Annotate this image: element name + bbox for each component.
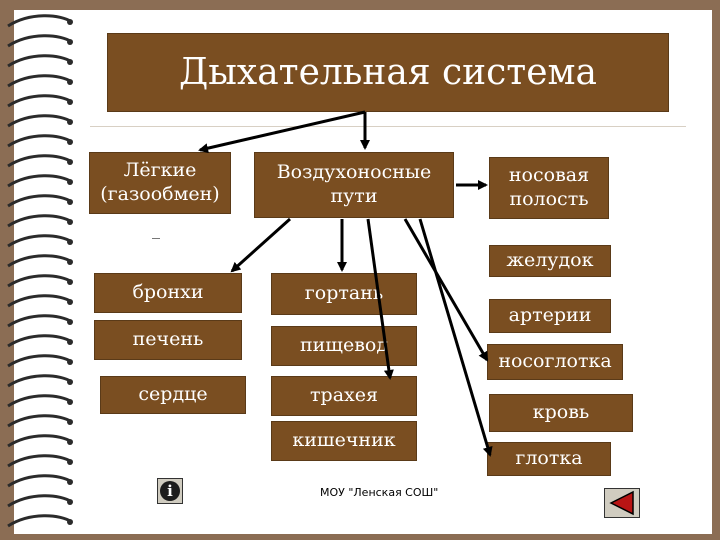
back-button[interactable] [604,488,640,518]
box-liver: печень [94,320,242,360]
box-pharynx: глотка [487,442,611,476]
box-trachea: трахея [271,376,417,416]
box-larynx: гортань [271,273,417,315]
footer-credit: МОУ "Ленская СОШ" [320,486,439,499]
back-triangle-icon [609,490,634,516]
box-heart: сердце [100,376,246,414]
box-esophagus: пищевод [271,326,417,366]
box-intestine: кишечник [271,421,417,461]
box-nasal-cavity: носовая полость [489,157,609,219]
box-nasopharynx: носоглотка [487,344,623,380]
slide-title: Дыхательная система [179,52,597,93]
info-button[interactable]: i [157,478,183,504]
divider-line [90,126,686,127]
spiral-binding [7,14,73,528]
title-box: Дыхательная система [107,33,669,112]
box-stomach: желудок [489,245,611,277]
info-icon: i [160,481,180,501]
box-lungs: Лёгкие (газообмен) [89,152,231,214]
box-airways: Воздухоносные пути [254,152,454,218]
box-bronchi: бронхи [94,273,242,313]
stray-mark [152,238,160,239]
box-blood: кровь [489,394,633,432]
box-arteries: артерии [489,299,611,333]
